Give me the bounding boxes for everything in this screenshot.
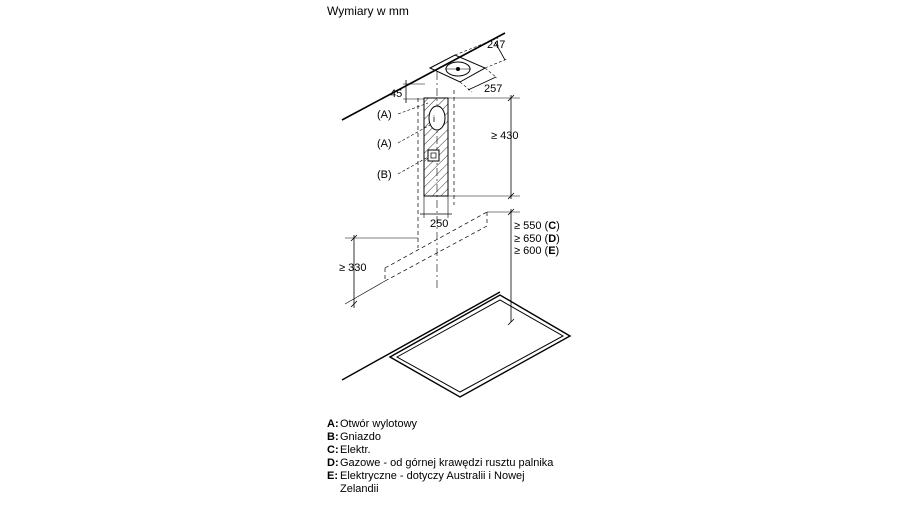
legend-key: D: [327,457,339,469]
countertop-back-edge [341,291,501,381]
dimension-hood-height: ≥ 550 (C) ≥ 650 (D) ≥ 600 (E) [487,208,560,326]
legend-row-b: B:Gniazdo [327,431,560,444]
legend-text: Elektr. [340,444,371,456]
socket [427,149,440,162]
outlet-opening: i [428,105,446,131]
svg-text:i: i [433,114,435,124]
legend-row-c: C:Elektr. [327,444,560,457]
dimension-430-label: ≥ 430 [491,130,518,142]
legend-key: C: [327,444,339,456]
ceiling-line [341,32,506,121]
dimension-600-label: ≥ 600 (E) [514,245,559,257]
dimension-247: 247 [454,37,508,69]
callout-a2: (A) [377,138,392,150]
legend-text: Elektryczne - dotyczy Australii i Nowej … [340,470,525,495]
legend-key: A: [327,418,339,430]
dimension-250-label: 250 [430,218,448,230]
legend-key: E: [327,470,338,482]
hood-canopy-outline [384,211,488,282]
diagram-title: Wymiary w mm [327,4,409,18]
dimension-45: 45 [390,80,425,103]
dimension-330: ≥ 330 [339,234,418,308]
dimension-550-label: ≥ 550 (C) [514,220,560,232]
dimension-430: ≥ 430 [448,94,520,200]
legend-key: B: [327,431,339,443]
callout-a1: (A) [377,109,392,121]
callouts: (A) (A) (B) [377,102,431,181]
legend: A:Otwór wylotowy B:Gniazdo C:Elektr. D:G… [327,418,560,496]
legend-row-e: E:Elektryczne - dotyczy Australii i Nowe… [327,470,560,496]
dimension-247-label: 247 [487,39,505,51]
cooktop [388,294,572,398]
callout-b: (B) [377,169,392,181]
dimension-250: 250 [420,196,452,230]
legend-row-d: D:Gazowe - od górnej krawędzi rusztu pal… [327,457,560,470]
dimension-257: 257 [459,67,502,95]
legend-text: Otwór wylotowy [340,418,418,430]
dimension-257-label: 257 [484,83,502,95]
dimension-330-label: ≥ 330 [339,262,366,274]
dimension-650-label: ≥ 650 (D) [514,233,560,245]
legend-text: Gazowe - od górnej krawędzi rusztu palni… [340,457,554,469]
legend-row-a: A:Otwór wylotowy [327,418,560,431]
dimension-45-label: 45 [390,88,402,100]
legend-text: Gniazdo [340,431,381,443]
